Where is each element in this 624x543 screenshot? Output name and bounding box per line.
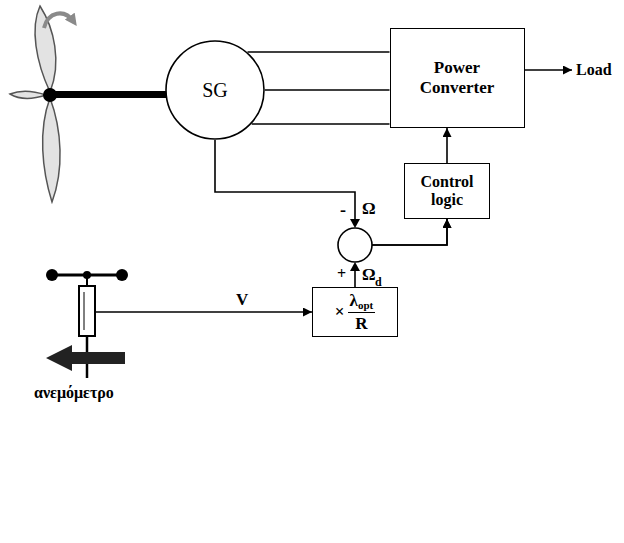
symbol-text: λ <box>350 291 358 310</box>
anemometer-stem <box>86 275 88 286</box>
control-box: Control logic <box>404 163 490 219</box>
signal-connector <box>247 51 389 53</box>
node-text: Power Converter <box>398 58 517 97</box>
output-label: Load <box>576 62 612 78</box>
generator-circle: SG <box>165 40 265 140</box>
text-holder: Power Converter <box>398 58 517 97</box>
arrow-head <box>350 262 360 271</box>
subscript-label: d <box>375 276 382 288</box>
signal-label: Ω <box>362 266 376 283</box>
turbine-blade <box>35 6 56 92</box>
summing-junction <box>338 228 372 262</box>
node-text: Control logic <box>411 173 483 210</box>
denominator: R <box>348 312 376 332</box>
sign-label: - <box>340 201 346 219</box>
text-holder: ×λoptR <box>335 292 375 332</box>
text-holder: Control logic <box>411 173 483 210</box>
node-text: SG <box>202 79 228 102</box>
signal-connector <box>355 219 447 287</box>
turbine-blade <box>43 98 60 202</box>
load-arrow <box>525 69 572 71</box>
signal-connector <box>446 128 448 163</box>
wind-speed-signal <box>95 311 312 313</box>
converter-box: Power Converter <box>390 28 525 128</box>
subscript-text: opt <box>358 299 373 311</box>
turbine-blade <box>10 91 46 98</box>
anemometer-cup <box>116 269 128 281</box>
signal-label: Ω <box>362 200 376 217</box>
generator-outline <box>166 41 264 139</box>
signal-label: V <box>236 291 248 308</box>
text-holder: SG <box>202 79 228 102</box>
turbine-hub <box>43 88 57 102</box>
signal-connector <box>265 89 390 91</box>
rotation-arrow <box>44 13 74 28</box>
numerator: λopt <box>348 292 376 312</box>
anemometer-label: ανεμόμετρο <box>34 385 114 401</box>
sign-label: + <box>337 266 346 282</box>
anemometer-cup <box>46 269 58 281</box>
anemometer-body <box>79 286 95 336</box>
wind-direction-arrow <box>46 345 125 371</box>
signal-connector <box>252 123 390 125</box>
gain-box: ×λoptR <box>312 287 398 337</box>
arrow-head <box>350 219 360 228</box>
anemometer-body-line <box>84 292 85 330</box>
fraction: λoptR <box>348 292 376 332</box>
anemometer <box>46 269 128 378</box>
turbine-shaft <box>50 91 166 98</box>
wind-turbine <box>10 6 166 202</box>
multiply-sign: × <box>335 302 345 321</box>
